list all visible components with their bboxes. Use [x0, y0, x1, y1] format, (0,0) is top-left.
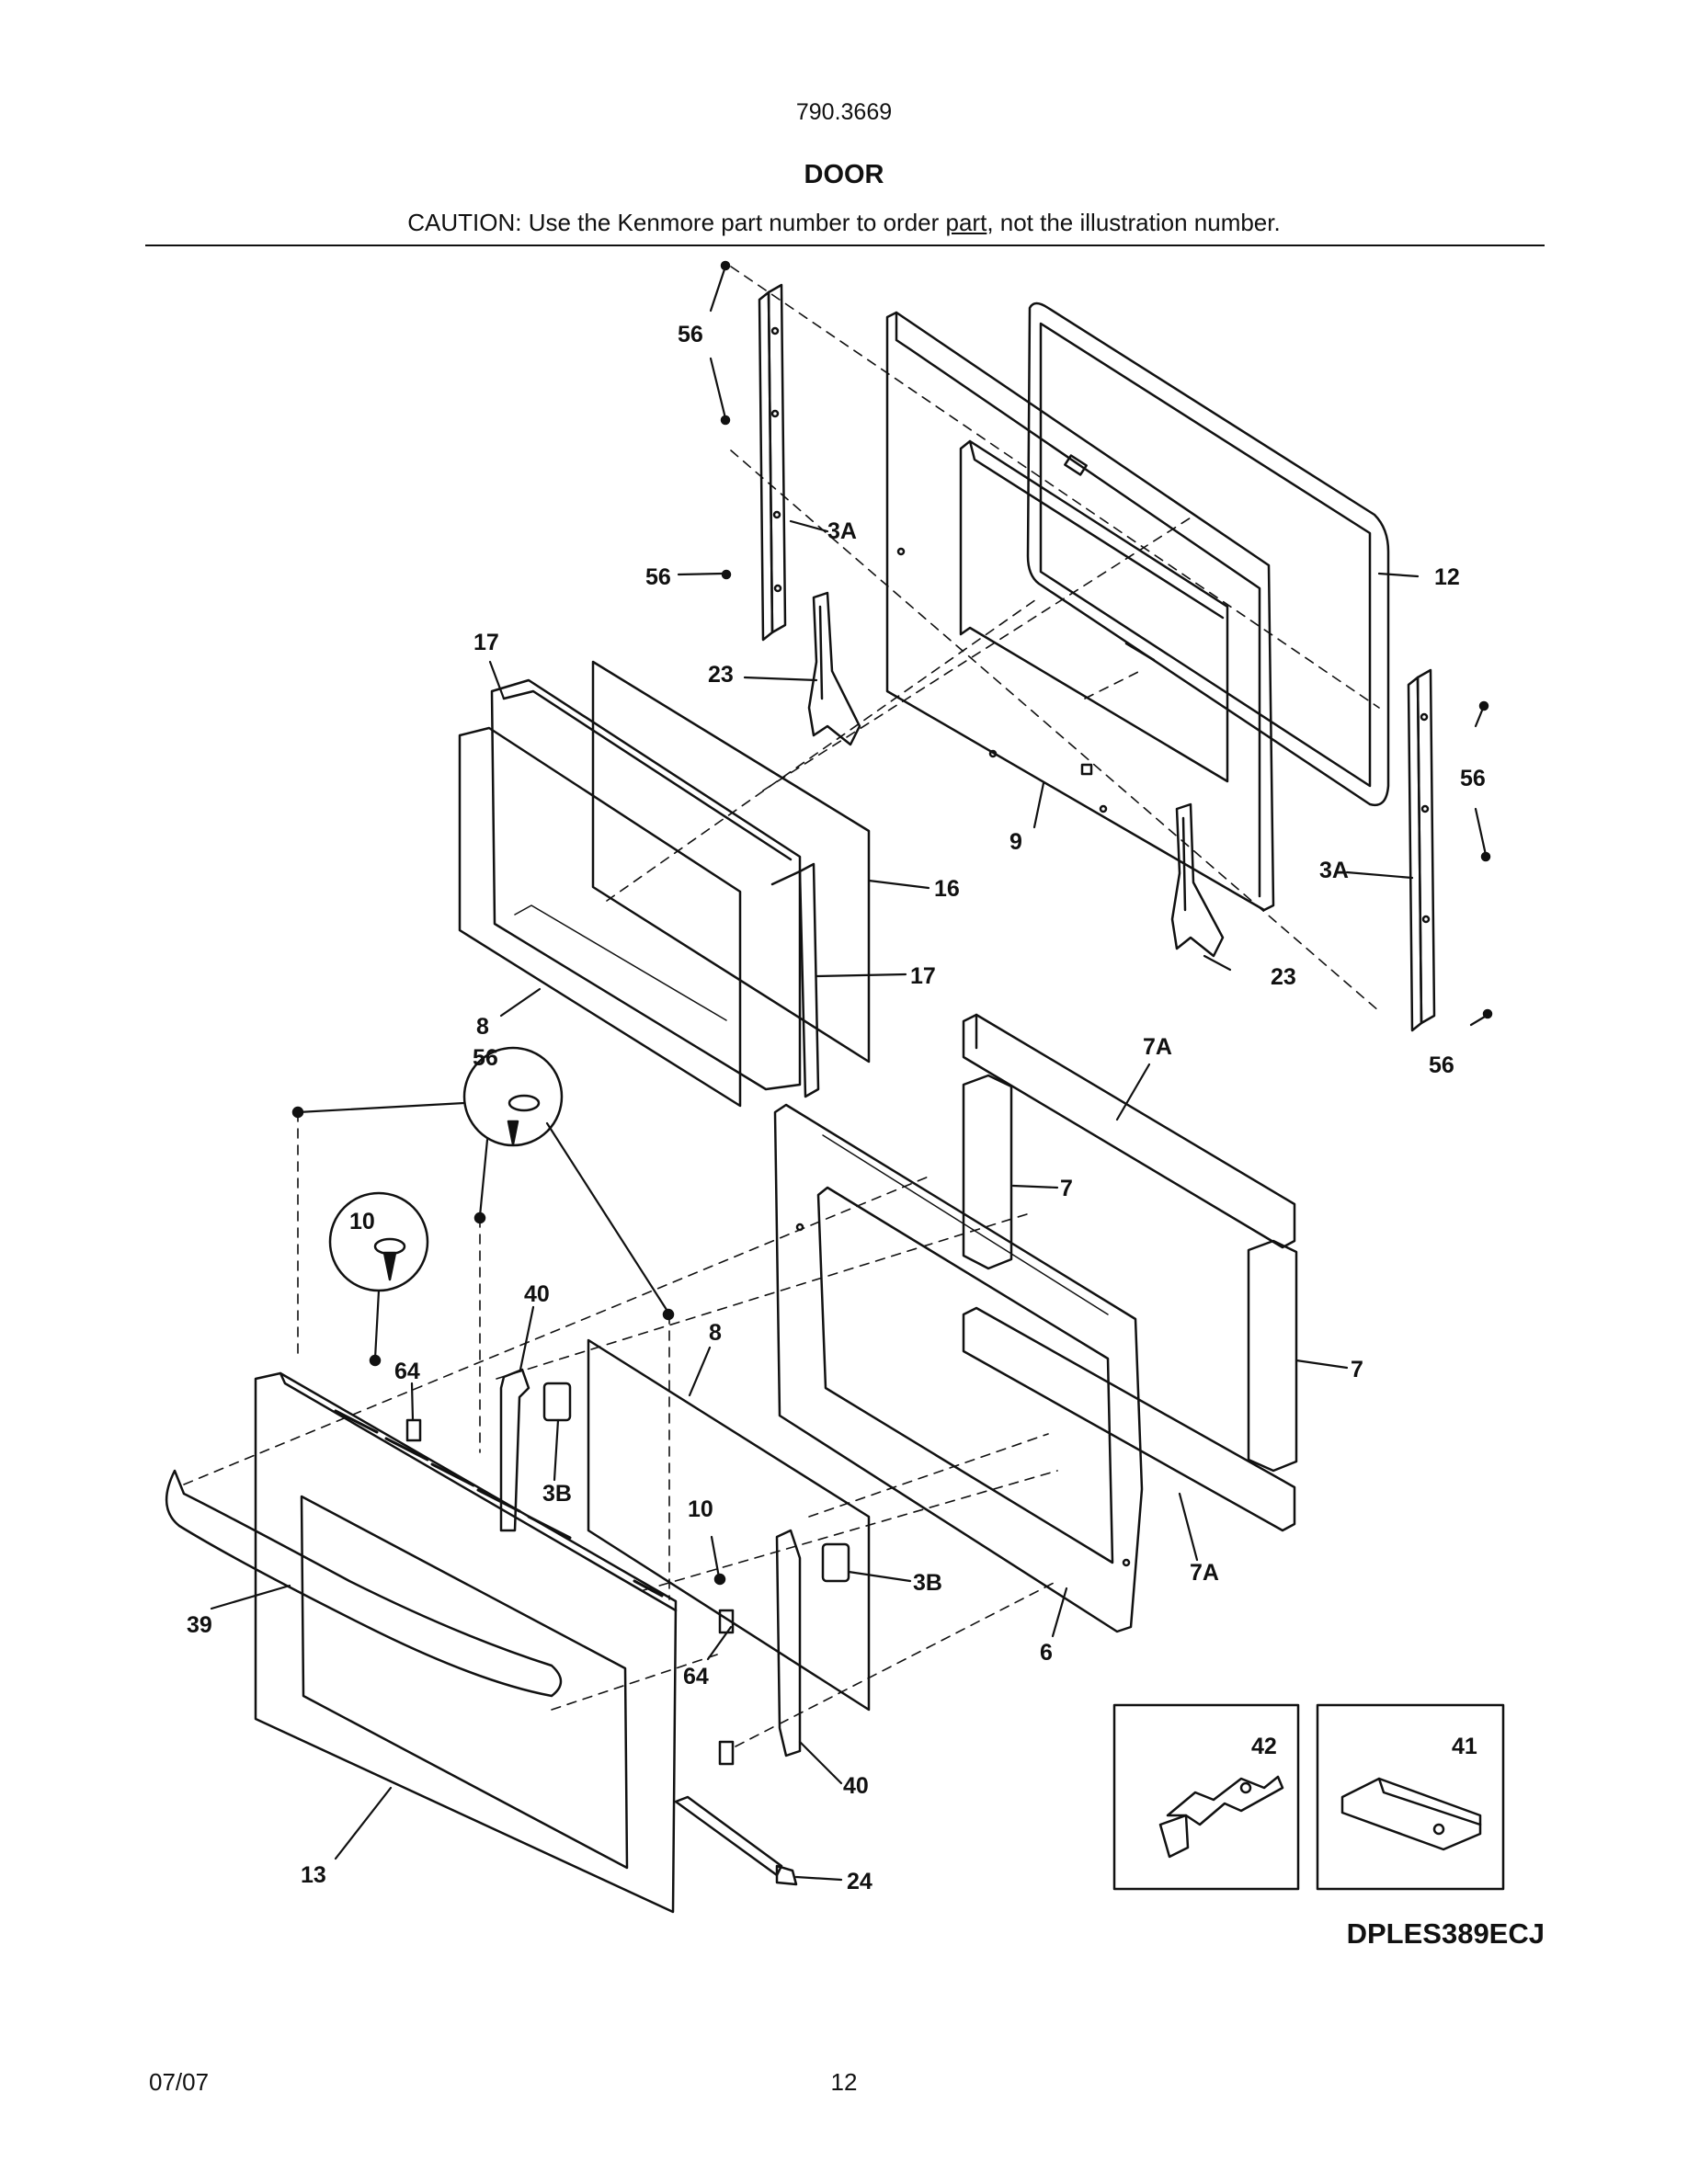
callout-12: 12	[1434, 564, 1460, 590]
glass-panel-16	[591, 660, 871, 1064]
clip-3b-lower	[821, 1542, 850, 1583]
caution-text-end: , not the illustration number.	[987, 209, 1281, 236]
screw-10-detail	[328, 1191, 429, 1292]
callout-56: 56	[1429, 1052, 1454, 1078]
caution-text-start: CAUTION: Use the Kenmore part number to …	[407, 209, 946, 236]
callout-8: 8	[709, 1320, 722, 1346]
callout-9: 9	[1009, 829, 1022, 855]
door-handle	[165, 1469, 563, 1698]
callout-3b: 3B	[913, 1570, 942, 1596]
callout-7a: 7A	[1190, 1560, 1219, 1586]
inner-door-liner	[885, 311, 1275, 912]
inset-box-42	[1112, 1703, 1300, 1891]
callout-40: 40	[524, 1281, 550, 1307]
callout-10: 10	[349, 1209, 375, 1234]
callout-42: 42	[1251, 1734, 1277, 1759]
callout-7a: 7A	[1143, 1034, 1172, 1060]
insulation-7a-top	[962, 1013, 1296, 1249]
callout-3a: 3A	[1319, 858, 1349, 883]
callout-6: 6	[1040, 1640, 1053, 1666]
callout-40: 40	[843, 1773, 869, 1799]
callout-64: 64	[683, 1664, 709, 1689]
header-rule	[145, 245, 1545, 246]
callout-23: 23	[708, 662, 734, 688]
callout-24: 24	[847, 1869, 873, 1894]
screw-56-top	[720, 260, 732, 580]
model-number: 790.3669	[795, 99, 893, 125]
callout-41: 41	[1452, 1734, 1477, 1759]
glass-panel-8-lower	[587, 1338, 871, 1712]
outer-door-panel	[254, 1371, 678, 1914]
callout-17: 17	[473, 630, 499, 655]
callout-leaders	[210, 265, 1491, 1882]
callout-23: 23	[1271, 964, 1296, 990]
caution-note: CAUTION: Use the Kenmore part number to …	[0, 209, 1688, 237]
section-title: DOOR	[804, 160, 884, 189]
screw-56-right	[1478, 700, 1493, 1019]
spacer-64-upper	[405, 1418, 422, 1442]
insulation-7a-bottom	[962, 1306, 1296, 1532]
door-hinge-lower	[1170, 802, 1225, 958]
inner-door-panel	[773, 1103, 1144, 1633]
inset-box-41	[1316, 1703, 1505, 1891]
window-frame-17	[770, 862, 820, 1098]
callout-64: 64	[394, 1359, 420, 1384]
callout-8: 8	[476, 1014, 489, 1040]
callout-3b: 3B	[542, 1481, 572, 1507]
clip-3b-upper	[542, 1382, 572, 1422]
bracket-40-upper	[499, 1368, 530, 1532]
window-pack-17	[490, 678, 802, 1091]
bracket-40-lower	[775, 1529, 802, 1757]
callout-56: 56	[678, 322, 703, 347]
callout-labels: 56 3A 56 17 23 12 56 9 3A 16 17 23 8 7A …	[187, 322, 1486, 1894]
print-date: 07/07	[149, 2068, 210, 2096]
door-hinge-upper	[807, 591, 861, 746]
caution-underlined-word: part	[945, 209, 987, 236]
page-number: 12	[830, 2068, 858, 2096]
insulation-7-upper	[962, 1074, 1013, 1270]
door-stop-rail	[674, 1795, 798, 1886]
callout-10: 10	[688, 1496, 713, 1522]
callout-7: 7	[1060, 1176, 1073, 1201]
callout-56: 56	[473, 1045, 498, 1071]
door-gasket	[1026, 301, 1390, 807]
insulation-7-lower	[1247, 1239, 1298, 1473]
callout-17: 17	[910, 963, 936, 989]
hinge-channel-left	[758, 283, 787, 642]
screw-56-detail	[462, 1046, 564, 1147]
callout-7: 7	[1351, 1357, 1363, 1382]
callout-39: 39	[187, 1612, 212, 1638]
callout-13: 13	[301, 1862, 326, 1888]
glass-panel-8-upper	[458, 726, 742, 1108]
model-code: DPLES389ECJ	[1346, 1917, 1545, 1950]
callout-16: 16	[934, 876, 960, 902]
callout-56: 56	[645, 564, 671, 590]
callout-3a: 3A	[827, 518, 857, 544]
hinge-channel-right	[1407, 668, 1436, 1032]
callout-56: 56	[1460, 766, 1486, 791]
